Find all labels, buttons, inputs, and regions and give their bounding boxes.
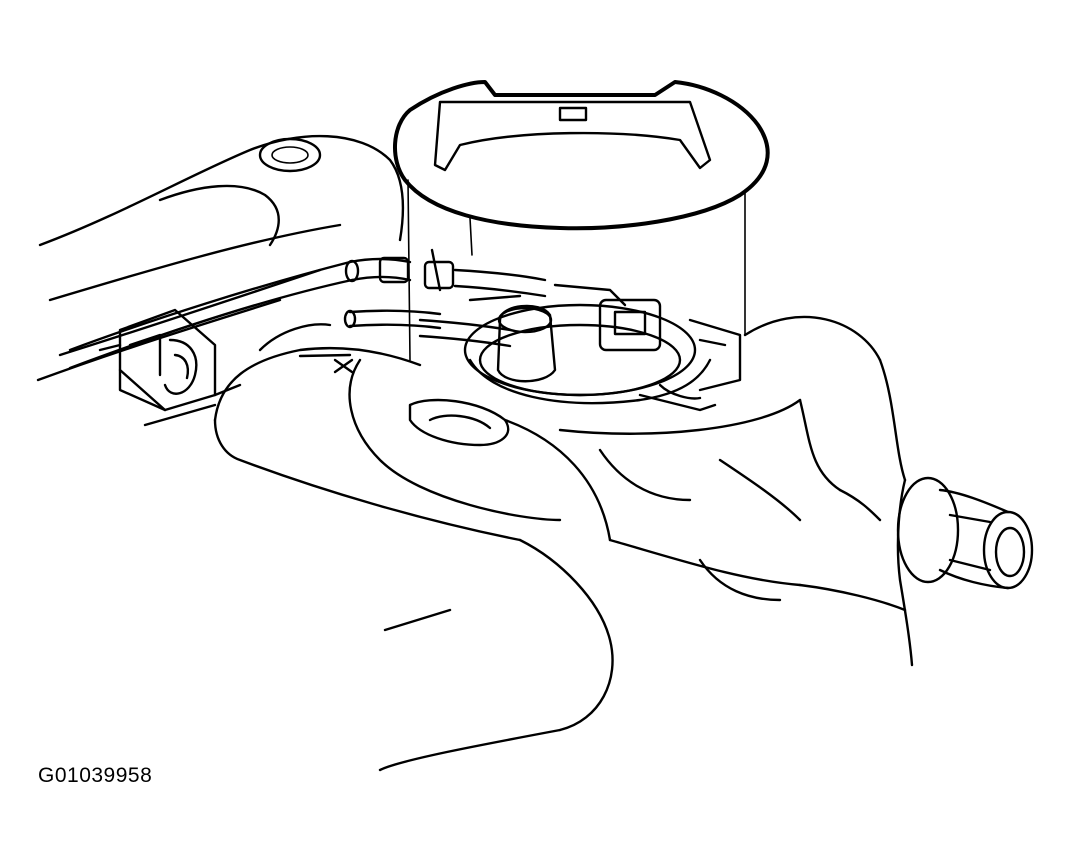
tank-vent-cap bbox=[258, 137, 322, 173]
fuel-pump-module-cover bbox=[393, 80, 770, 361]
fuel-lines bbox=[68, 256, 547, 370]
tank-upper-left-lobe bbox=[36, 134, 405, 382]
fuel-tank bbox=[143, 315, 907, 772]
line-retaining-clip bbox=[98, 308, 242, 412]
fuel-pump-module bbox=[430, 248, 742, 412]
tank-mark-x bbox=[333, 358, 354, 374]
cover-locating-tab bbox=[558, 106, 588, 122]
filler-neck-outlet bbox=[896, 476, 1034, 667]
figure-id-label: G01039958 bbox=[38, 764, 153, 787]
